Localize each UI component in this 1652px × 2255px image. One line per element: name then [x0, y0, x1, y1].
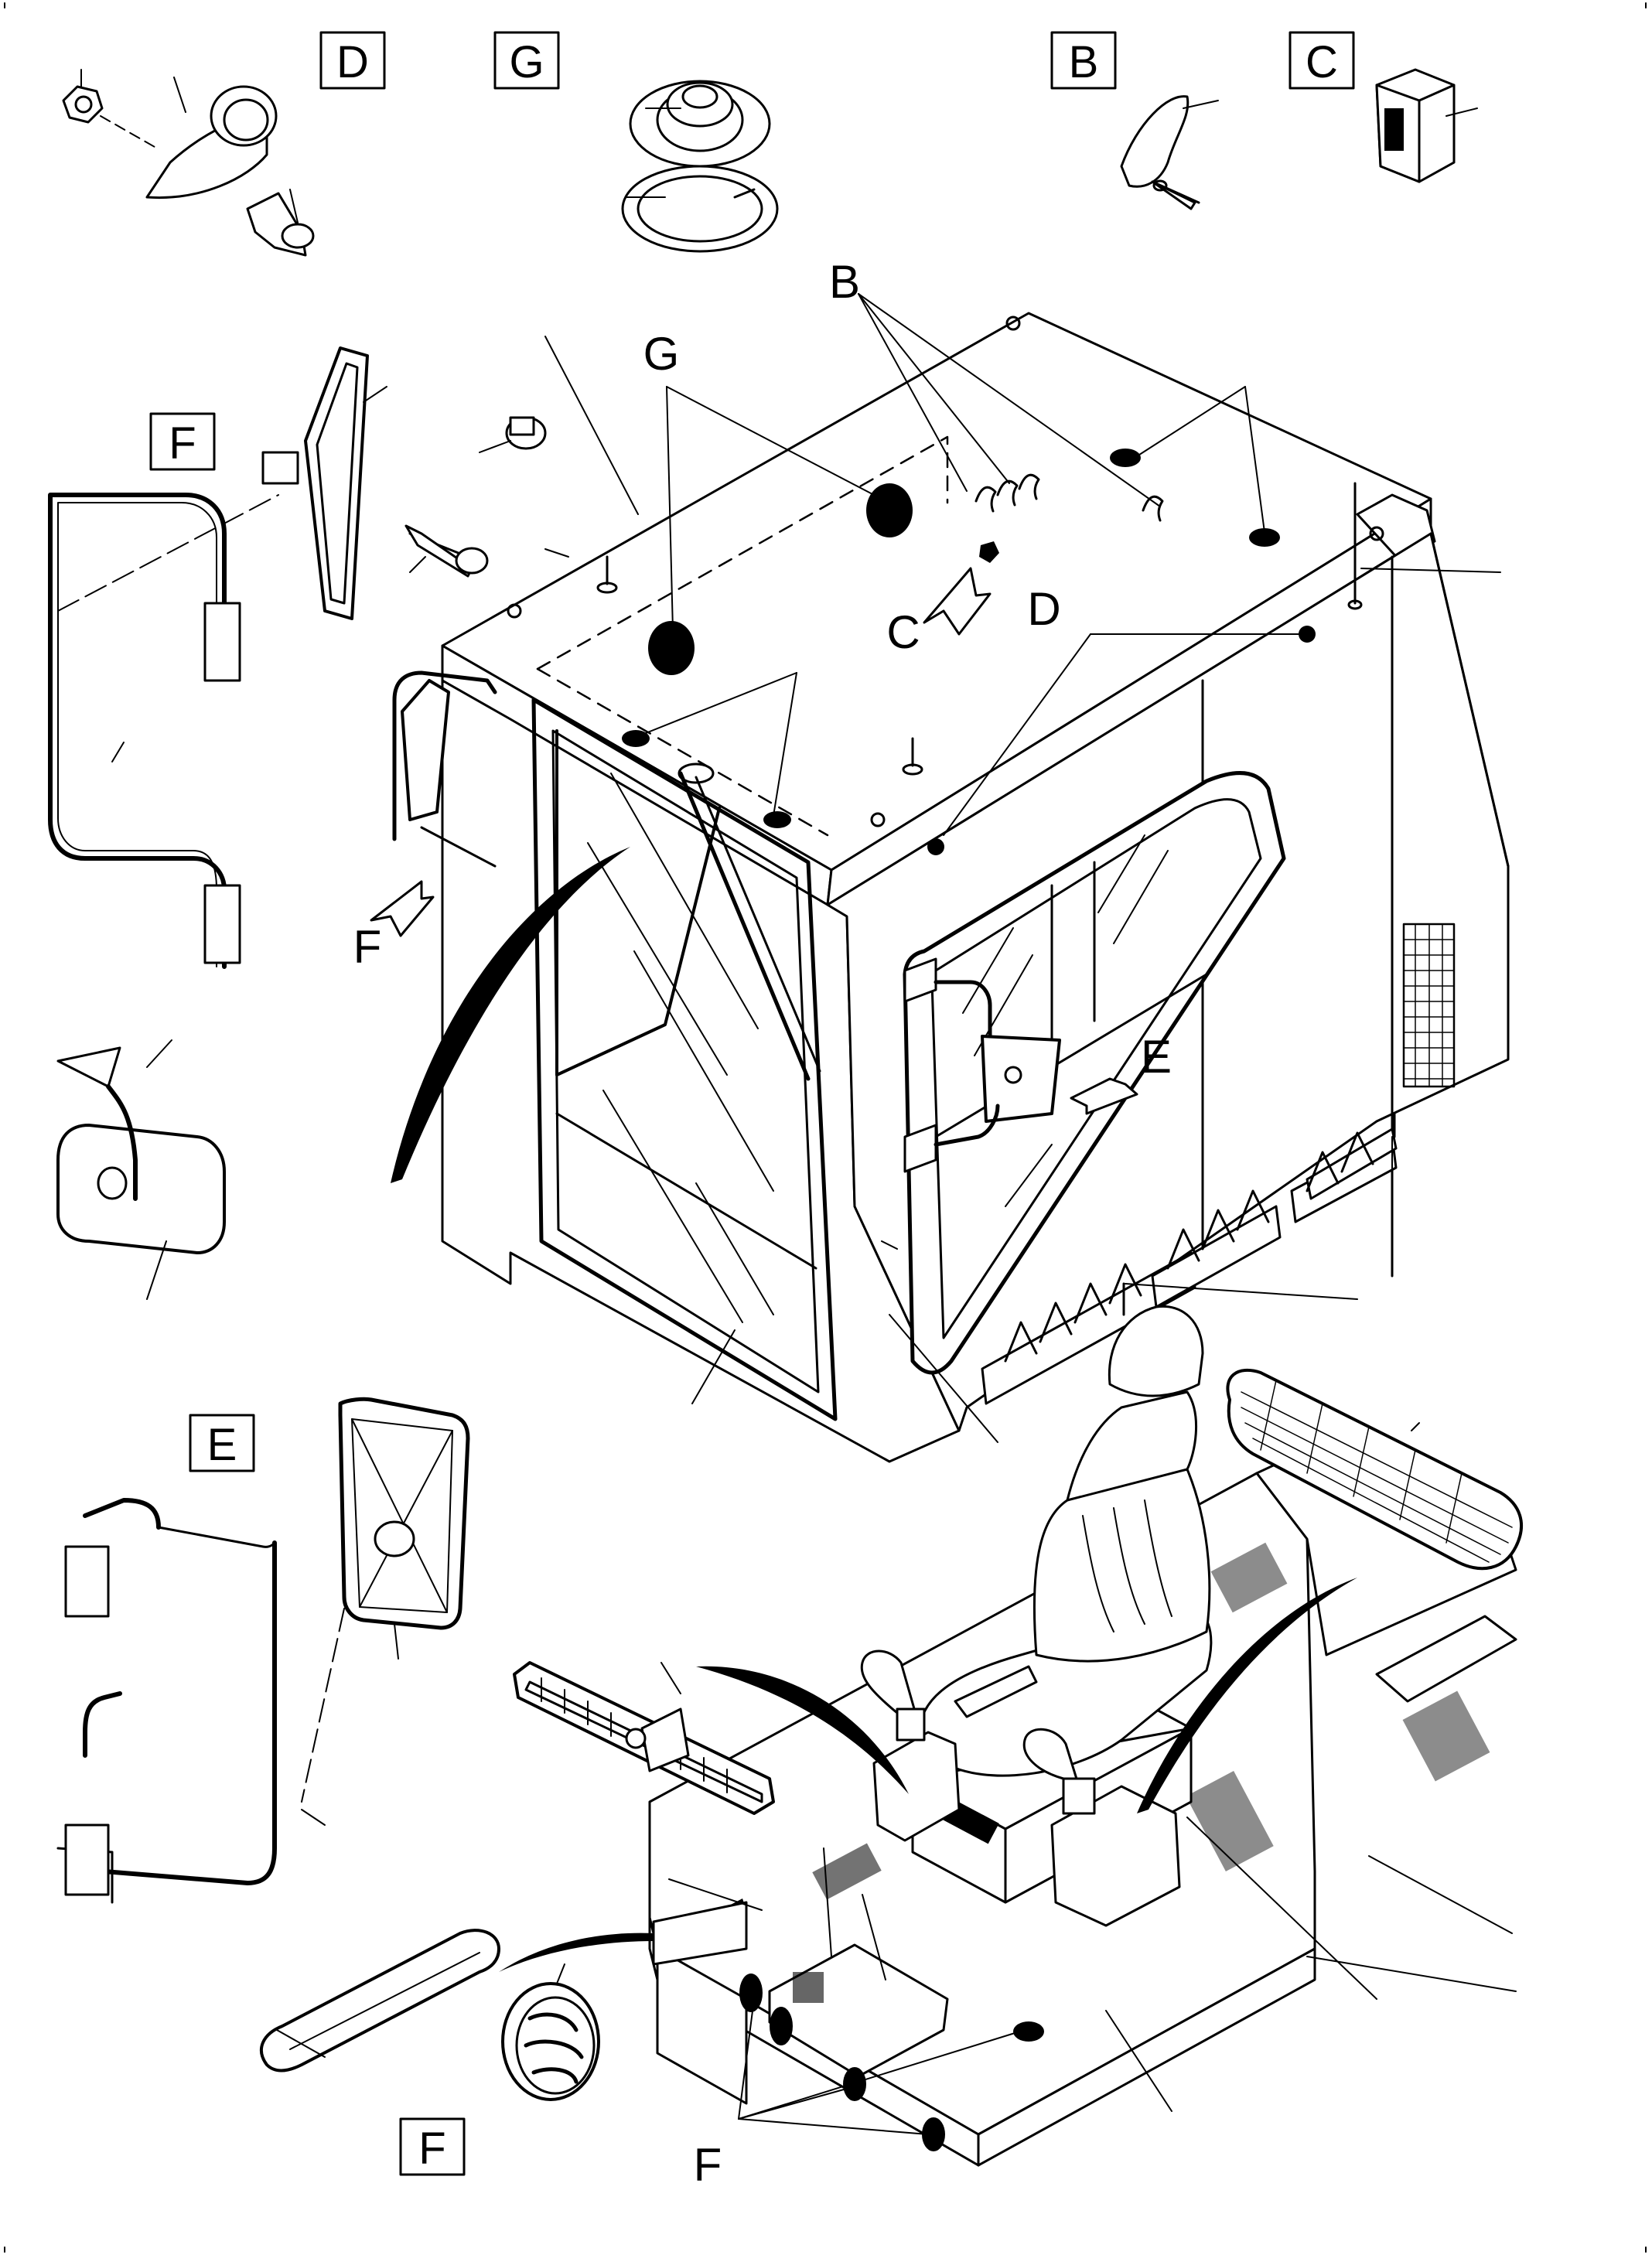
roof-pin — [596, 555, 923, 776]
leader-lines — [80, 69, 1517, 2135]
air-vent-panel — [513, 1661, 775, 1815]
detail-e-label: E — [207, 1420, 237, 1470]
corner-marks — [4, 2, 1647, 2253]
roof-vent — [648, 621, 695, 675]
detail-g-speaker — [621, 80, 779, 253]
callout-roof-b: B — [829, 256, 860, 308]
floor-assembly — [499, 1305, 1517, 2167]
cab-right-mirror — [903, 957, 1061, 1173]
roof-vent — [1110, 449, 1141, 467]
round-vent — [501, 1982, 600, 2101]
detail-g-label: G — [509, 37, 544, 87]
roof-vent — [927, 838, 944, 855]
mounting-brackets — [981, 1128, 1398, 1405]
detail-c-switch — [1375, 68, 1456, 183]
callout-roof-c: C — [886, 606, 920, 658]
side-vent-grille — [1402, 923, 1456, 1088]
callout-roof-g: G — [643, 328, 680, 380]
detail-boxes — [149, 31, 1355, 2176]
vent-strip — [259, 1929, 500, 2072]
callout-right-e: E — [1141, 1031, 1172, 1083]
roof-vent — [866, 483, 913, 537]
curved-arrow — [391, 847, 630, 1183]
detail-b-label: B — [1069, 37, 1099, 87]
detail-f-bottom-label: F — [418, 2124, 445, 2174]
roof-clips — [974, 473, 1164, 522]
view-arrows — [370, 567, 1138, 1115]
cab-body — [391, 312, 1510, 1463]
glass-hatching — [587, 773, 1169, 1323]
left-joystick — [860, 1649, 918, 1718]
roof-vent — [1299, 626, 1316, 643]
floor-mat-texture — [812, 1542, 1490, 1900]
fasteners — [404, 416, 547, 578]
cab-left-mirror — [392, 670, 497, 868]
right-joystick — [1022, 1728, 1080, 1788]
roof-switch — [979, 541, 999, 563]
detail-f-side-mirror — [48, 346, 369, 969]
interior-mirror — [56, 1046, 226, 1904]
detail-b-clip — [1120, 95, 1200, 210]
detail-c-label: C — [1306, 37, 1338, 87]
detail-e-mirror — [64, 1397, 470, 1896]
callout-left-f: F — [353, 921, 382, 973]
roof-vent — [763, 811, 791, 828]
detail-f-top-label: F — [169, 418, 196, 469]
callout-floor-f: F — [694, 2139, 722, 2191]
detail-d-power-socket — [62, 85, 315, 257]
roof-vent — [1249, 528, 1280, 547]
rear-grille — [1226, 1368, 1524, 1571]
detail-d-label: D — [336, 37, 369, 87]
callout-roof-d: D — [1027, 583, 1060, 635]
